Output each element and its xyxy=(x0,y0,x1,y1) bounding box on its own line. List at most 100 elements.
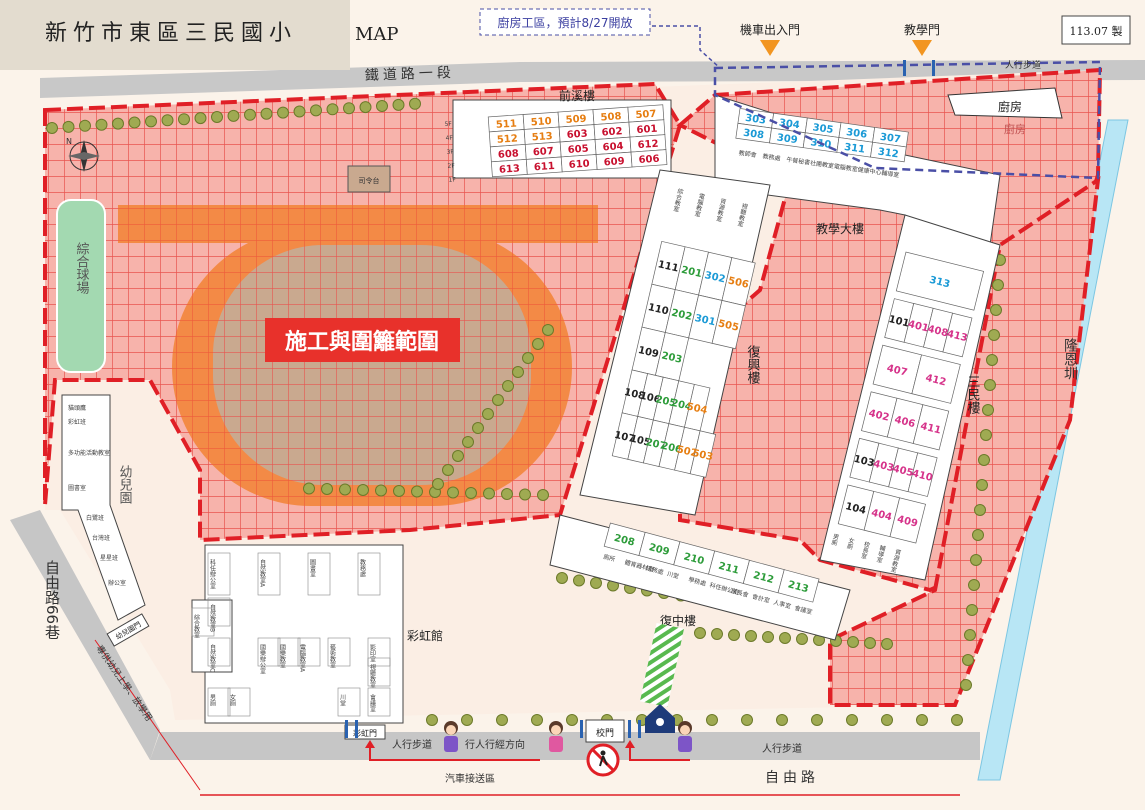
room-609: 609 xyxy=(603,156,625,168)
room-205: 205 xyxy=(654,394,677,409)
road-label-dropoff: 汽車接送區 xyxy=(445,772,495,785)
room-504: 504 xyxy=(685,401,708,416)
room-small: 社團教室 xyxy=(810,159,835,170)
building-name-sanmin: 三民樓 xyxy=(965,375,981,414)
room-413: 413 xyxy=(946,329,969,345)
room-110: 110 xyxy=(647,302,670,317)
room-small: 輔導室 xyxy=(875,544,886,564)
room-small: 電腦教室A xyxy=(299,644,306,673)
room-small: 午餐秘書 xyxy=(786,155,811,166)
room-small: 貓頭鷹 xyxy=(68,404,86,412)
room-407: 407 xyxy=(885,363,908,379)
room-106: 106 xyxy=(639,391,662,406)
floor-label: 2F xyxy=(447,162,455,170)
guard-icon xyxy=(645,704,675,733)
building-name-qianxi: 前溪樓 xyxy=(559,88,595,103)
room-small: 國樂教室 xyxy=(279,644,286,668)
room-402: 402 xyxy=(867,408,890,424)
room-small: 女廁 xyxy=(229,693,236,707)
room-small: 視聽教室 xyxy=(369,663,376,688)
room-207: 207 xyxy=(644,437,667,452)
sports-field xyxy=(56,199,106,373)
kitchen-notice: 廚房工區，預計8/27開放 xyxy=(498,15,633,30)
room-511: 511 xyxy=(496,118,518,130)
compass-icon: N xyxy=(66,137,100,172)
room-606: 606 xyxy=(638,154,660,166)
construction-label: 施工與圍籬範圍 xyxy=(285,329,439,355)
room-103: 103 xyxy=(853,454,876,470)
kindergarten-label: 幼兒園 xyxy=(117,465,133,504)
room-209: 209 xyxy=(648,542,671,558)
room-small: 彩虹班 xyxy=(68,418,86,426)
room-612: 612 xyxy=(637,139,659,151)
room-201: 201 xyxy=(680,265,703,280)
ziyou-lane xyxy=(10,510,160,760)
room-512: 512 xyxy=(497,133,519,145)
room-104: 104 xyxy=(844,501,867,517)
room-613: 613 xyxy=(499,163,521,175)
room-small: 影印室 xyxy=(369,643,376,662)
floor-label: 4F xyxy=(445,134,453,142)
room-306: 306 xyxy=(845,127,867,141)
room-208: 208 xyxy=(613,533,636,549)
room-604: 604 xyxy=(602,141,624,153)
room-small: 教務處 xyxy=(762,152,781,162)
room-111: 111 xyxy=(657,259,680,274)
ziyou-road xyxy=(150,732,980,760)
room-small: 圖書室 xyxy=(309,559,316,577)
svg-text:廚房: 廚房 xyxy=(1004,122,1026,136)
room-small: 會議室 xyxy=(369,693,376,712)
room-small: 健康中心 xyxy=(857,165,882,176)
flag-platform xyxy=(347,165,391,193)
room-506: 506 xyxy=(727,275,750,290)
room-108: 108 xyxy=(623,387,646,402)
room-211: 211 xyxy=(717,561,740,577)
room-411: 411 xyxy=(919,421,942,437)
floor-label: 5F xyxy=(444,120,452,128)
building-name-fuxing: 復興樓 xyxy=(745,344,761,384)
building-fuzhong: 208209210211212213廁所體育器材室總務處川堂學務處科任辦公室家長… xyxy=(549,514,851,641)
room-small: 科任辦公室 xyxy=(209,558,216,589)
room-401: 401 xyxy=(907,319,930,335)
road-label-railway: 鐵道路一段 xyxy=(365,64,456,84)
road-label-pedestrian: 行人行經方向 xyxy=(465,738,525,751)
road-label-ziyou-lane: 自由路66巷 xyxy=(43,560,61,639)
road-label-ziyou: 自由路 xyxy=(765,770,819,786)
room-204: 204 xyxy=(670,398,693,413)
room-small: 教師會 xyxy=(738,149,757,159)
room-small: 自然教室B xyxy=(209,603,216,632)
room-210: 210 xyxy=(682,551,705,567)
gate-teaching-arrow xyxy=(912,40,932,56)
gate-rainbow: 彩虹門 xyxy=(353,728,377,738)
room-510: 510 xyxy=(530,116,552,128)
room-507: 507 xyxy=(635,109,657,121)
room-small: 輔導室 xyxy=(881,169,900,179)
room-304: 304 xyxy=(778,118,800,132)
room-513: 513 xyxy=(531,131,553,143)
gate-vehicle: 機車出入門 xyxy=(740,22,800,37)
room-611: 611 xyxy=(534,161,556,173)
room-206: 206 xyxy=(660,441,683,456)
room-313: 313 xyxy=(928,275,951,291)
room-610: 610 xyxy=(568,158,590,170)
crosswalk xyxy=(639,622,685,708)
svg-text:司令台: 司令台 xyxy=(359,176,380,185)
road-label-sidewalk: 人行步道 xyxy=(392,738,432,751)
room-107: 107 xyxy=(613,430,636,445)
room-101: 101 xyxy=(887,314,910,330)
no-pedestrian-icon xyxy=(586,743,620,777)
building-name-fuzhong: 復中樓 xyxy=(660,613,696,628)
room-202: 202 xyxy=(670,308,693,323)
room-607: 607 xyxy=(533,146,555,158)
building-name-jiaoxue: 教學大樓 xyxy=(816,221,864,236)
title-banner xyxy=(0,0,350,70)
room-305: 305 xyxy=(812,122,834,136)
svg-text:N: N xyxy=(66,137,72,146)
